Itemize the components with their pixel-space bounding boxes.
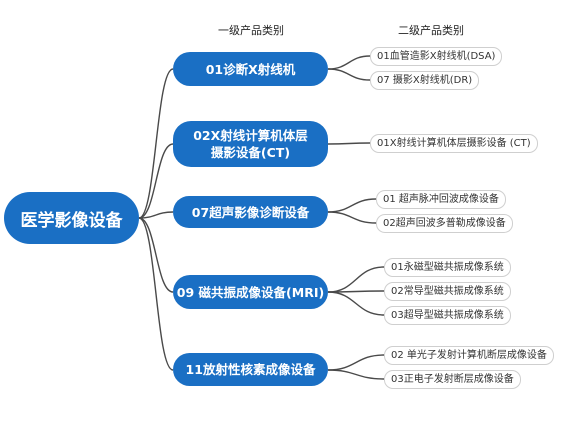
connector-line — [327, 291, 385, 316]
connector-line — [138, 217, 174, 293]
connector-line — [327, 369, 385, 380]
subcategory-node: 03正电子发射断层成像设备 — [384, 370, 521, 389]
category-node-ct: 02X射线计算机体层摄影设备(CT) — [173, 121, 328, 167]
connector-line — [327, 142, 371, 145]
connector-line — [138, 211, 174, 219]
subcategory-node: 01血管造影X射线机(DSA) — [370, 47, 503, 66]
subcategory-node: 01X射线计算机体层摄影设备 (CT) — [370, 134, 538, 153]
subcategory-node: 02常导型磁共振成像系统 — [384, 282, 511, 301]
connector-line — [138, 143, 174, 219]
connector-line — [138, 217, 174, 371]
connector-line — [327, 55, 371, 70]
category-node-nuclear: 11放射性核素成像设备 — [173, 353, 328, 386]
subcategory-node: 07 摄影X射线机(DR) — [370, 71, 480, 90]
connector-line — [327, 266, 385, 293]
connector-line — [327, 68, 371, 81]
level1-header: 一级产品类别 — [218, 24, 284, 37]
connector-line — [327, 211, 377, 224]
subcategory-node: 02超声回波多普勒成像设备 — [376, 214, 513, 233]
root-node: 医学影像设备 — [4, 192, 139, 244]
subcategory-node: 01 超声脉冲回波成像设备 — [376, 190, 506, 209]
level2-header: 二级产品类别 — [398, 24, 464, 37]
subcategory-node: 03超导型磁共振成像系统 — [384, 306, 511, 325]
subcategory-node: 01永磁型磁共振成像系统 — [384, 258, 511, 277]
category-node-xray: 01诊断X射线机 — [173, 52, 328, 86]
connector-line — [327, 198, 377, 213]
category-node-mri: 09 磁共振成像设备(MRI) — [173, 275, 328, 309]
category-node-ultrasound: 07超声影像诊断设备 — [173, 196, 328, 228]
connector-line — [327, 354, 385, 371]
connector-line — [138, 68, 174, 219]
subcategory-node: 02 单光子发射计算机断层成像设备 — [384, 346, 554, 365]
